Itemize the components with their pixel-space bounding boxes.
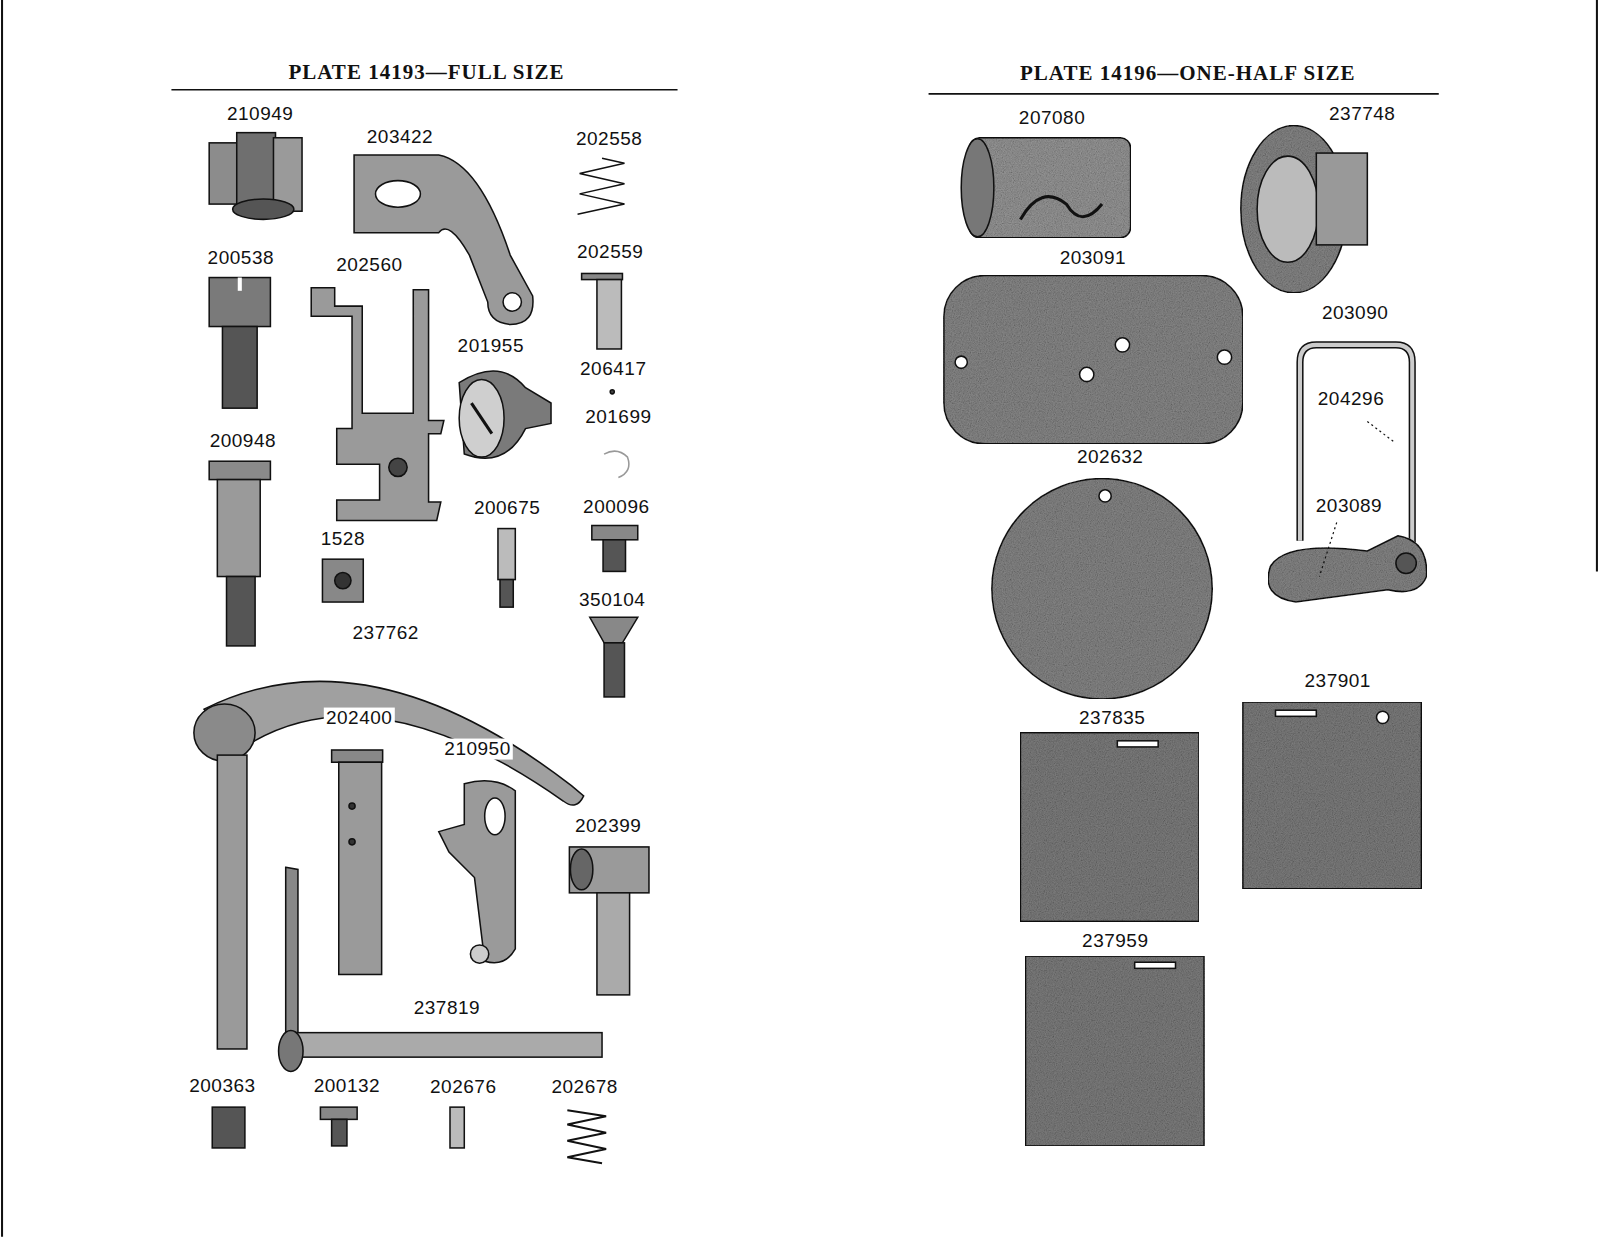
part-number: 207080 <box>1017 108 1087 129</box>
part-number: 237819 <box>412 998 482 1019</box>
part-number: 203422 <box>365 126 435 147</box>
part-number: 202678 <box>549 1076 619 1097</box>
part-number: 203090 <box>1320 303 1390 324</box>
part-number: 1528 <box>319 528 367 549</box>
part-number: 203091 <box>1058 248 1128 269</box>
part-number: 202400 <box>324 708 394 729</box>
part-number: 201699 <box>583 407 653 428</box>
part-number: 202399 <box>573 815 643 836</box>
part-number: 237835 <box>1077 708 1147 729</box>
part-number: 237901 <box>1303 670 1373 691</box>
part-number: 200538 <box>206 248 276 269</box>
part-number: 202560 <box>334 255 404 276</box>
part-number: 350104 <box>577 590 647 611</box>
part-number: 201955 <box>456 335 526 356</box>
part-number: 206417 <box>578 359 648 380</box>
plate-heading: PLATE 14196—ONE-HALF SIZE <box>1018 63 1357 86</box>
part-number: 237748 <box>1327 104 1397 125</box>
part-number: 210950 <box>442 739 512 760</box>
part-number: 200096 <box>581 497 651 518</box>
part-number: 200363 <box>187 1075 257 1096</box>
part-number: 237959 <box>1080 930 1150 951</box>
part-number: 237762 <box>351 622 421 643</box>
part-number: 202632 <box>1075 447 1145 468</box>
part-number: 202676 <box>428 1076 498 1097</box>
part-number: 200132 <box>312 1075 382 1096</box>
part-number: 210949 <box>225 104 295 125</box>
part-number: 200948 <box>208 430 278 451</box>
part-number: 202558 <box>574 128 644 149</box>
part-number: 204296 <box>1316 389 1386 410</box>
part-number: 200675 <box>472 498 542 519</box>
part-number: 202559 <box>575 242 645 263</box>
part-number: 203089 <box>1314 496 1384 517</box>
plate-heading: PLATE 14193—FULL SIZE <box>286 62 566 85</box>
